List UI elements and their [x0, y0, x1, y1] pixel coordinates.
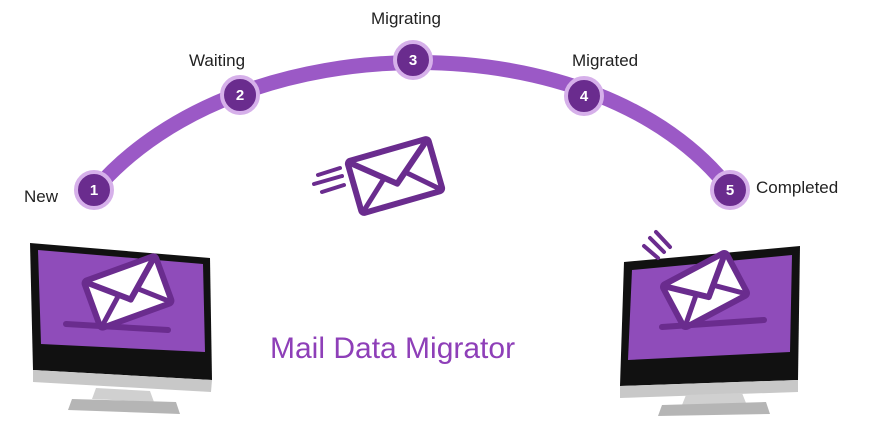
- step-number: 1: [90, 182, 98, 199]
- step-number: 3: [409, 52, 417, 69]
- step-label-5: Completed: [756, 178, 839, 197]
- step-number: 5: [726, 182, 734, 199]
- step-node-4: 4: [564, 76, 604, 116]
- tray-line: [63, 321, 171, 333]
- step-number: 2: [236, 87, 244, 104]
- step-label-2: Waiting: [189, 51, 246, 70]
- step-label-3: Migrating: [371, 9, 441, 28]
- motion-lines: [642, 230, 672, 260]
- step-label-1: New: [24, 187, 59, 206]
- step-node-1: 1: [74, 170, 114, 210]
- step-node-2: 2: [220, 75, 260, 115]
- envelope-icon: [344, 136, 446, 216]
- step-number: 4: [580, 88, 589, 105]
- motion-lines: [312, 166, 346, 194]
- diagram-title: Mail Data Migrator: [270, 332, 516, 365]
- tray-line: [659, 317, 767, 330]
- step-node-3: 3: [393, 40, 433, 80]
- step-label-4: Migrated: [572, 51, 639, 70]
- envelope-icon: [81, 253, 175, 331]
- step-node-5: 5: [710, 170, 750, 210]
- envelope-icon: [660, 249, 750, 331]
